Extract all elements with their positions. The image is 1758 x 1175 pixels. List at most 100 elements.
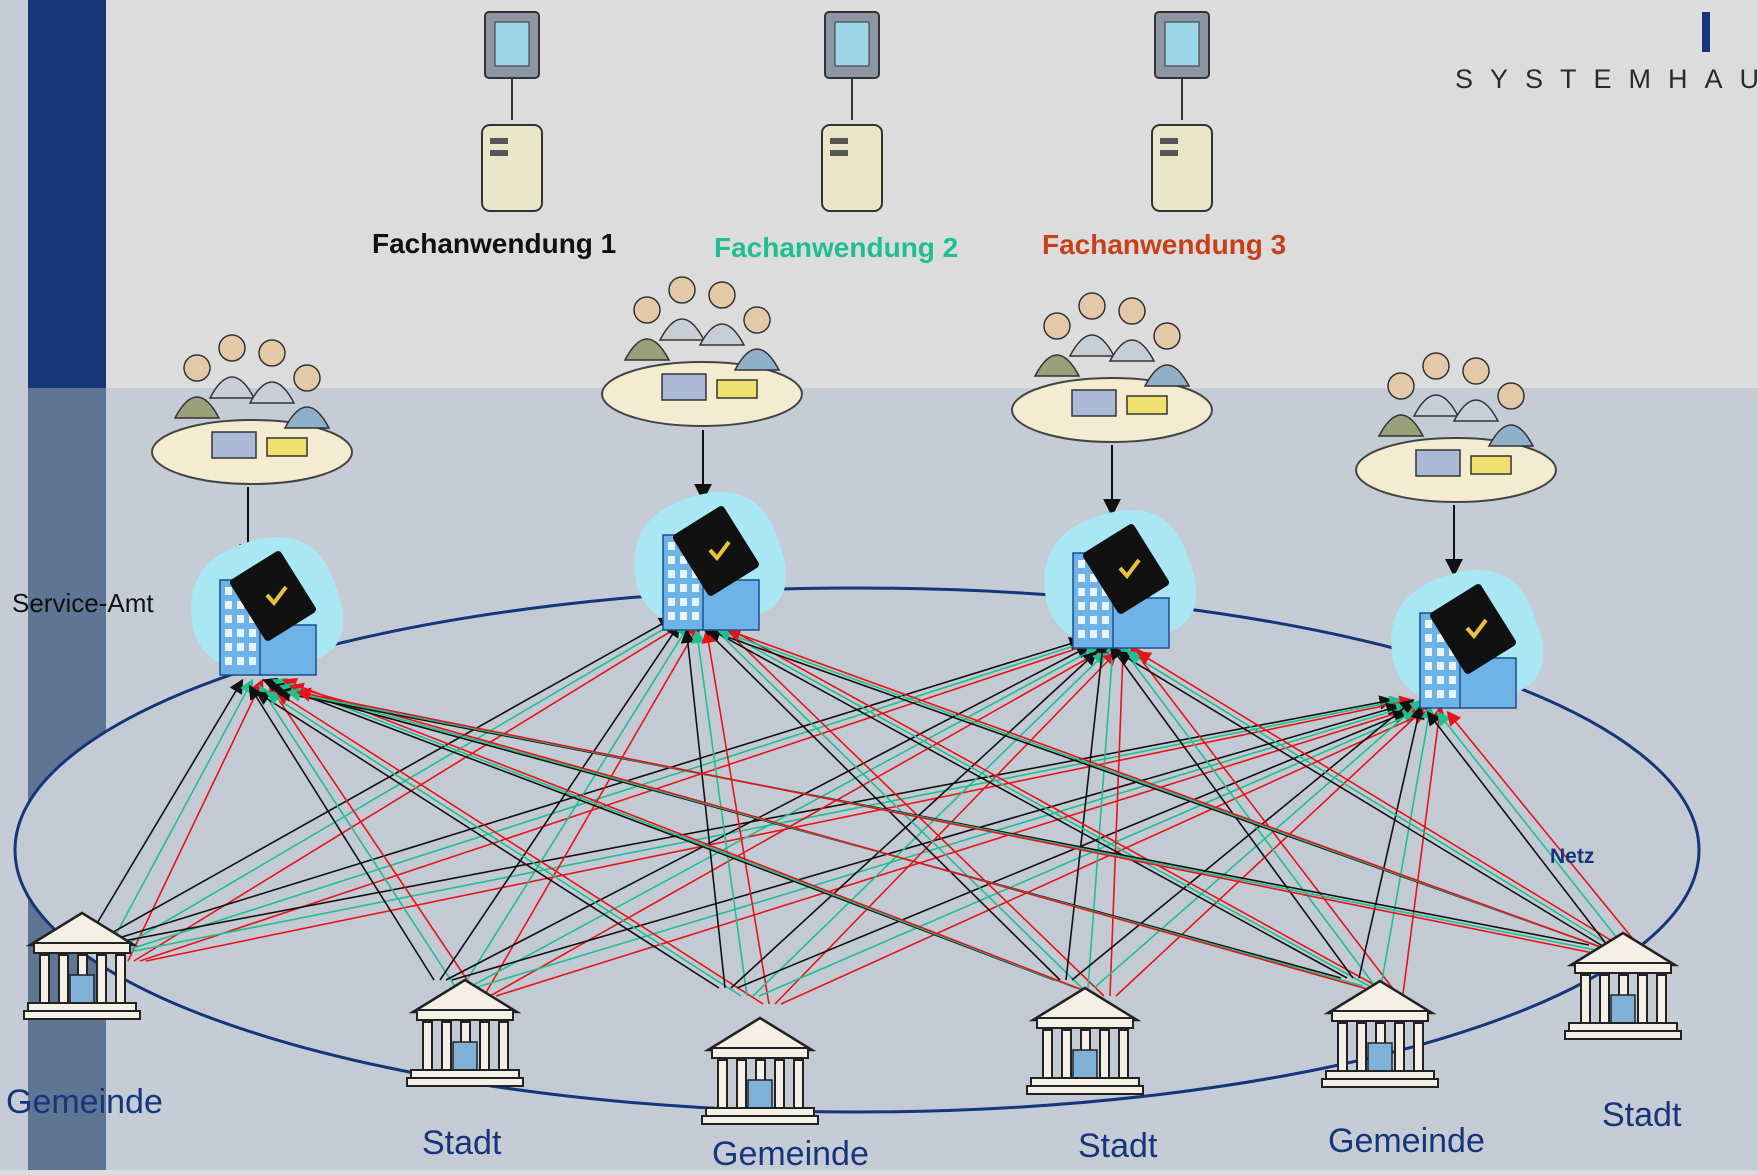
connection-lines [83, 430, 1652, 1005]
application-label-2: Fachanwendung 2 [714, 232, 959, 263]
server-computer-icon [481, 11, 543, 212]
connection-line [445, 645, 1091, 981]
company-logo-text: SYSTEMHAU [1455, 64, 1758, 94]
team-group-icon [601, 276, 803, 427]
connection-line [111, 617, 684, 954]
connection-line [289, 682, 1386, 995]
connection-line [265, 691, 742, 997]
connection-line [1065, 638, 1110, 981]
connection-line [489, 645, 1111, 997]
connection-line [275, 691, 764, 1005]
municipality-building-icon [1026, 986, 1144, 1095]
connection-line [258, 684, 457, 989]
left-edge-strip [0, 0, 28, 1170]
connection-line [752, 650, 1108, 997]
connection-line [1087, 638, 1120, 989]
team-group-icon [151, 334, 353, 485]
connection-line [268, 684, 479, 997]
connection-line [1446, 710, 1652, 962]
connection-line [1093, 699, 1425, 989]
icons-layer [23, 11, 1682, 1125]
left-navy-bar [28, 0, 106, 388]
municipality-building-icon [23, 911, 141, 1020]
municipality-building-icon [406, 978, 524, 1087]
connection-line [282, 677, 1099, 997]
connection-line [276, 687, 1590, 946]
connection-line [774, 650, 1118, 1005]
connection-line [1436, 710, 1630, 954]
connection-line [439, 622, 681, 981]
service-office-icon [191, 536, 344, 676]
municipality-label-2: Stadt [422, 1124, 502, 1162]
connection-line [1109, 644, 1354, 979]
connection-line [262, 677, 1055, 981]
municipality-label-3: Gemeinde [712, 1135, 869, 1173]
connection-line [495, 703, 1421, 997]
connection-line [1402, 704, 1446, 995]
connection-line [248, 684, 435, 981]
municipality-label-6: Stadt [1602, 1096, 1682, 1134]
connection-line [709, 623, 1370, 987]
server-computer-icon [821, 11, 883, 212]
connection-line [701, 628, 770, 1005]
application-label-3: Fachanwendung 3 [1042, 229, 1287, 260]
connection-line [1136, 651, 1646, 962]
connection-line [145, 695, 1414, 962]
service-office-icon [1391, 569, 1544, 709]
connection-line [89, 617, 674, 946]
team-group-icon [1355, 352, 1557, 503]
connection-line [758, 710, 1418, 997]
connection-line [719, 623, 1392, 995]
network-ellipse [13, 586, 1701, 1114]
connection-line [117, 637, 1094, 954]
connection-line [1116, 651, 1602, 946]
service-office-label: Service-Amt [12, 588, 154, 618]
connection-line [473, 702, 1411, 989]
connection-line [1426, 710, 1608, 946]
municipality-building-icon [1564, 931, 1682, 1040]
connection-line [467, 645, 1101, 989]
connection-line [702, 616, 1083, 989]
connection-line [483, 622, 701, 997]
municipality-building-icon [701, 1016, 819, 1125]
application-label-1: Fachanwendung 1 [372, 228, 617, 259]
service-office-icon [634, 491, 787, 631]
connection-line [255, 691, 720, 989]
connection-line [1109, 638, 1131, 997]
connection-line [127, 678, 264, 962]
connection-line [461, 622, 691, 989]
connection-line [736, 710, 1408, 989]
municipality-label-1: Gemeinde [6, 1083, 163, 1121]
connection-line [699, 623, 1348, 979]
logo-mark [1702, 12, 1710, 52]
connection-line [780, 710, 1428, 1005]
service-office-icon [1044, 509, 1197, 649]
connection-line [1115, 699, 1435, 997]
server-computer-icon [1151, 11, 1213, 212]
municipality-label-5: Gemeinde [1328, 1122, 1485, 1160]
connection-line [730, 651, 1098, 989]
connection-line [726, 627, 1640, 962]
municipality-building-icon [1321, 979, 1439, 1088]
municipality-label-4: Stadt [1078, 1127, 1158, 1165]
network-label: Netz [1550, 845, 1595, 868]
connection-line [123, 695, 1404, 954]
connection-line [691, 628, 748, 997]
connection-line [1129, 644, 1398, 995]
connection-line [101, 695, 1394, 946]
connection-line [1119, 644, 1376, 987]
connection-line [105, 678, 254, 954]
connection-line [272, 677, 1077, 989]
connection-line [1380, 704, 1436, 987]
connection-line [692, 616, 1061, 981]
connection-line [296, 687, 1634, 962]
team-group-icon [1011, 292, 1213, 443]
connection-line [1126, 651, 1624, 954]
connection-line [95, 636, 1084, 946]
connection-line [712, 616, 1105, 997]
connection-line [1071, 699, 1415, 981]
connection-line [1358, 704, 1425, 979]
connection-line [680, 628, 726, 989]
